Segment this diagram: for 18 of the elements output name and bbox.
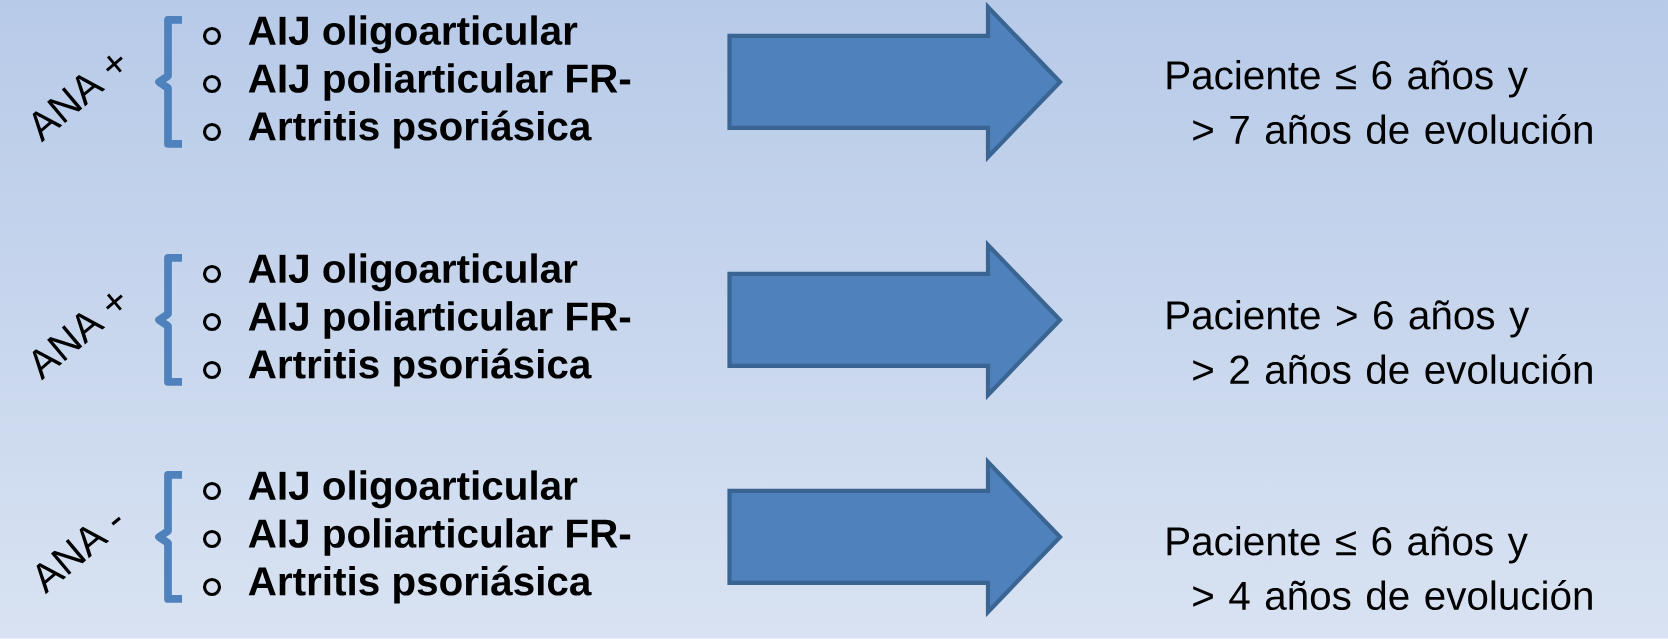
- list-item: AIJ oligoarticular: [248, 470, 578, 509]
- list-item: AIJ oligoarticular: [248, 253, 578, 292]
- list-item: AIJ poliarticular FR-: [248, 63, 631, 101]
- result-text: Paciente ≤ 6 años y > 4 años de evolución: [1167, 525, 1592, 611]
- list-item: Artritis psoriásica: [248, 565, 592, 604]
- block-arrow: [727, 456, 1063, 618]
- block-arrow: [727, 239, 1063, 401]
- list-item: Artritis psoriásica: [248, 348, 592, 387]
- rotated-label: ANA +: [32, 293, 123, 381]
- result-text: Paciente ≤ 6 años y > 7 años de evolución: [1167, 59, 1592, 145]
- list-item: AIJ poliarticular FR-: [248, 518, 631, 556]
- rotated-label: ANA -: [36, 516, 121, 595]
- result-text: Paciente > 6 años y > 2 años de evolución: [1167, 299, 1592, 385]
- list-item: Artritis psoriásica: [248, 110, 592, 149]
- list-item: AIJ oligoarticular: [248, 15, 578, 54]
- block-arrow: [727, 1, 1063, 163]
- list-item: AIJ poliarticular FR-: [248, 301, 631, 339]
- rotated-label: ANA +: [32, 55, 123, 143]
